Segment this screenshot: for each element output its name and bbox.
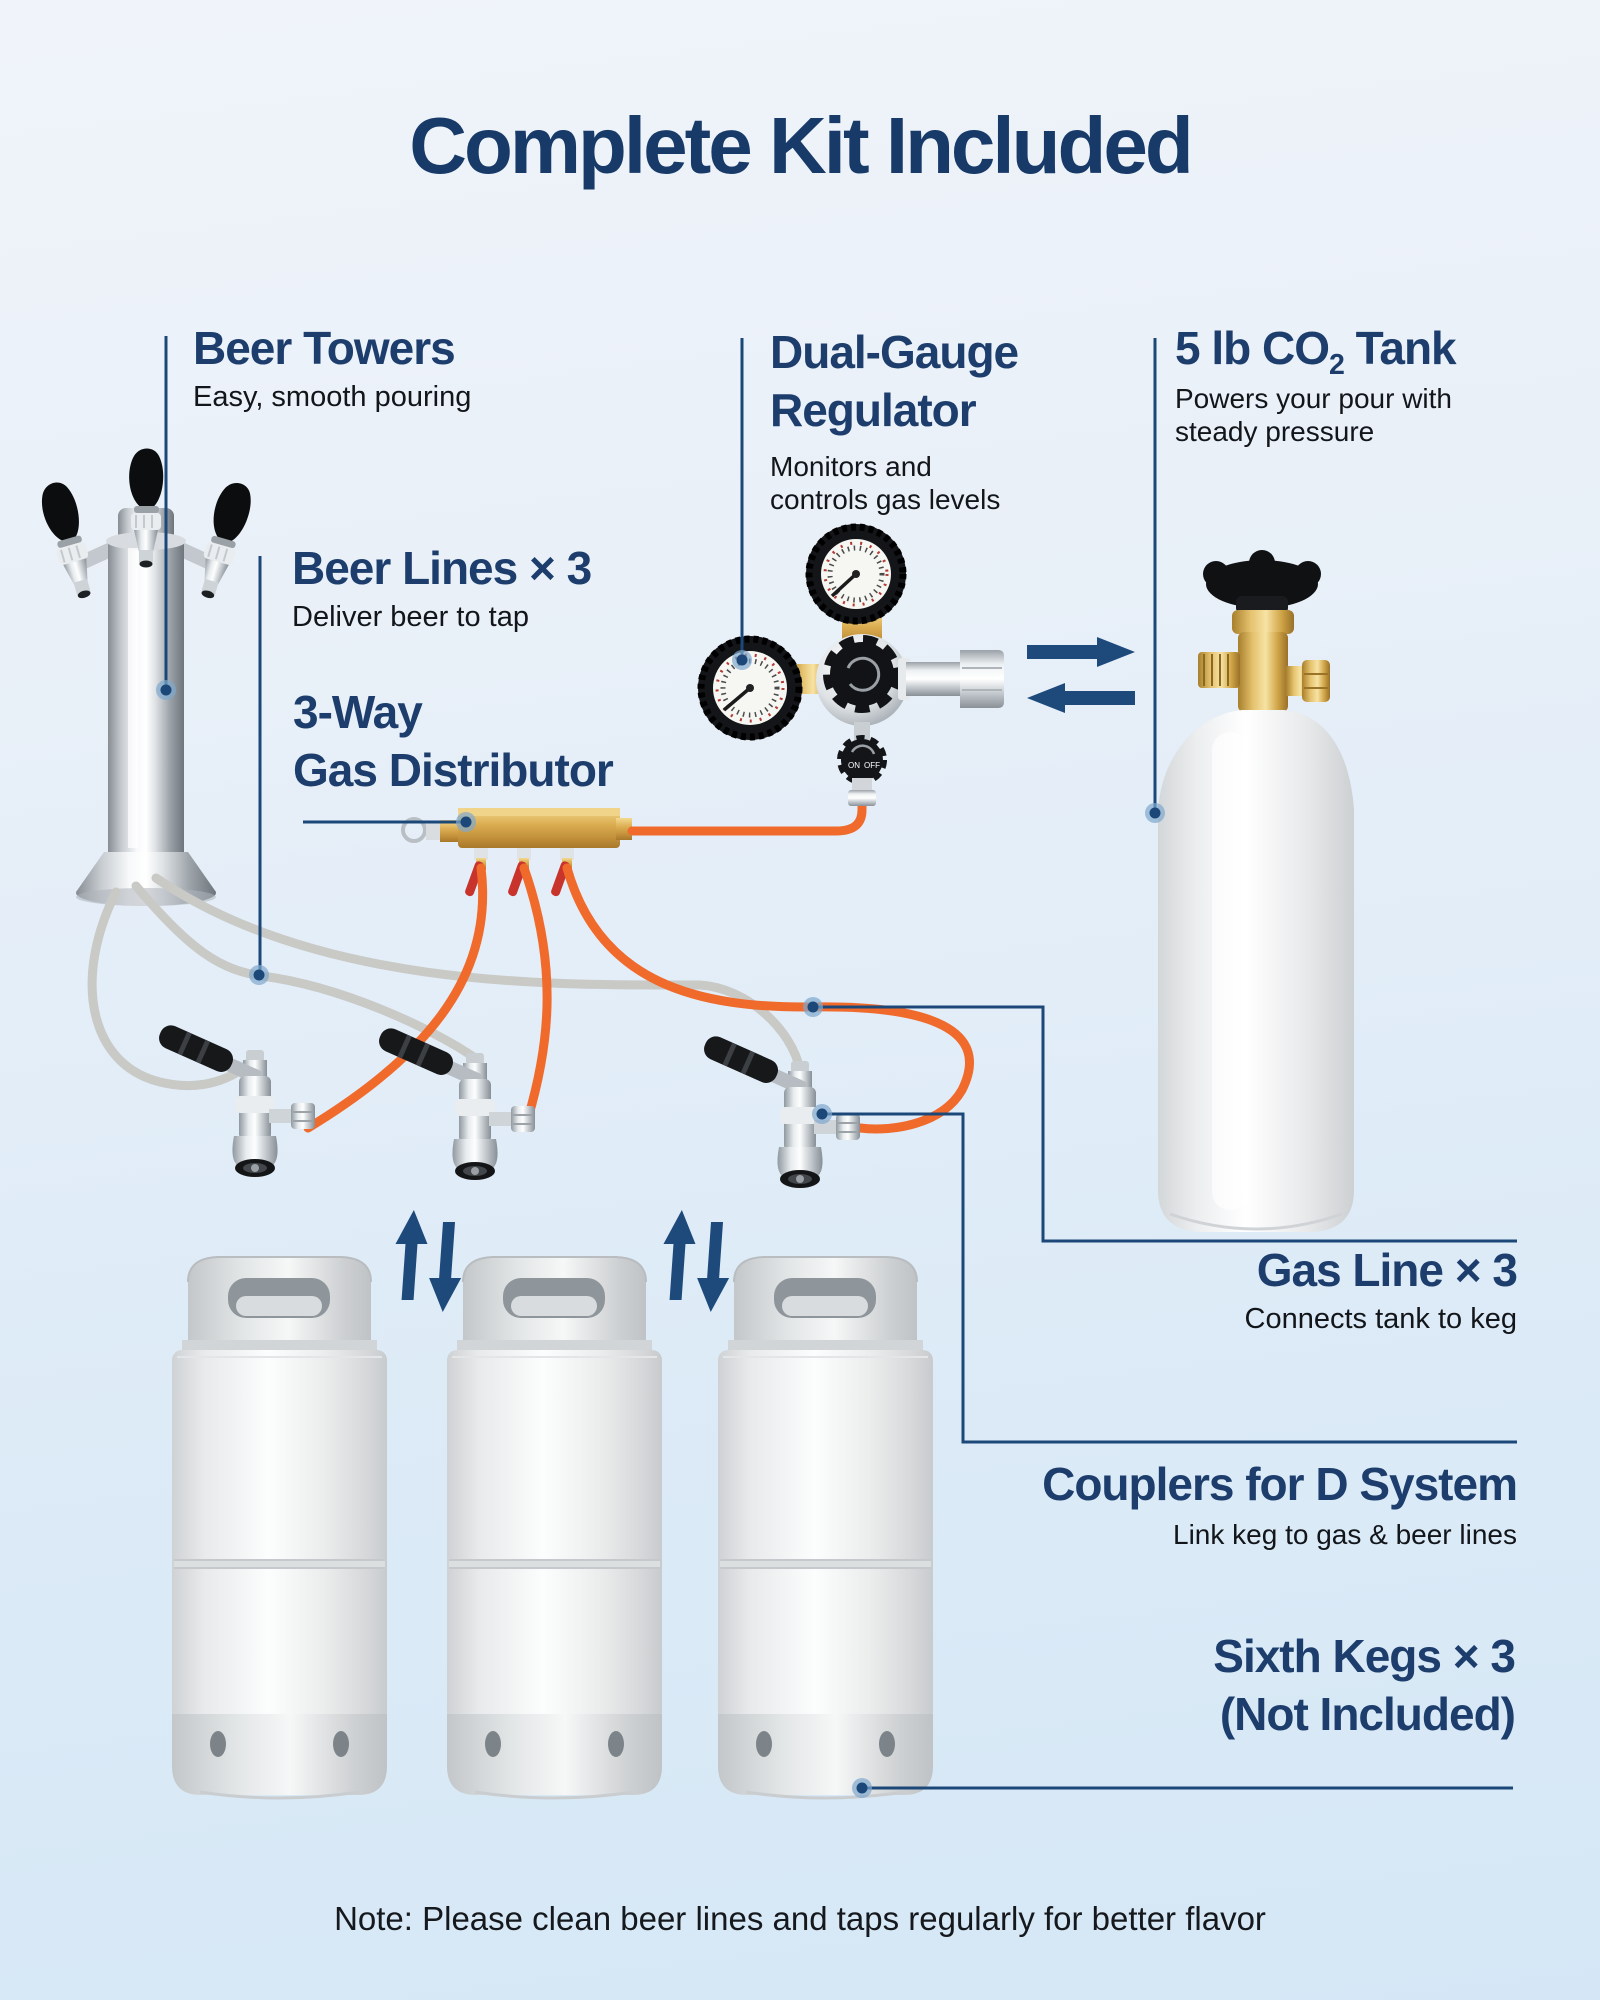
regulator-illustration: ON OFF <box>697 523 1004 806</box>
regulator-heading-line2: Regulator <box>770 383 977 436</box>
co2-tank-heading-pre: 5 lb CO <box>1175 322 1330 374</box>
co2-tank-heading-sub: 2 <box>1329 349 1345 382</box>
co2-tank-heading-post: Tank <box>1343 322 1457 374</box>
valve-on-label: ON <box>848 761 860 770</box>
leader-lines <box>164 336 1517 1790</box>
couplers-subtitle: Link keg to gas & beer lines <box>1173 1518 1517 1550</box>
keg-2 <box>445 1255 664 1800</box>
label-beer-towers: Beer Towers Easy, smooth pouring <box>193 322 472 414</box>
coupler-3 <box>699 1031 861 1189</box>
label-beer-lines: Beer Lines × 3 Deliver beer to tap <box>292 542 592 634</box>
co2-tank-illustration <box>1158 550 1354 1232</box>
couplers-heading: Couplers for D System <box>1042 1458 1518 1510</box>
beer-towers-subtitle: Easy, smooth pouring <box>193 380 472 413</box>
gas-line-heading: Gas Line × 3 <box>1256 1244 1518 1296</box>
keg-1 <box>170 1255 389 1800</box>
co2-tank-heading: 5 lb CO2 Tank <box>1175 322 1457 379</box>
gas-hoses <box>303 793 974 1134</box>
sixth-kegs-heading-line1: Sixth Kegs × 3 <box>1213 1630 1516 1682</box>
label-sixth-kegs: Sixth Kegs × 3(Not Included) <box>1213 1628 1516 1744</box>
valve-off-label: OFF <box>864 761 880 770</box>
gas-distributor-heading-line2: Gas Distributor <box>293 743 614 796</box>
gas-line-subtitle: Connects tank to keg <box>1244 1302 1517 1335</box>
sixth-kegs-heading: Sixth Kegs × 3(Not Included) <box>1213 1628 1516 1744</box>
keg-couplers <box>154 1020 861 1189</box>
sixth-kegs <box>170 1255 935 1800</box>
beer-tower-illustration <box>35 447 258 906</box>
exchange-arrows-icon <box>1027 637 1135 713</box>
keg-3 <box>716 1255 935 1800</box>
coupler-1 <box>154 1020 316 1178</box>
label-gas-line: Gas Line × 3 Connects tank to keg <box>1244 1244 1518 1336</box>
leader-couplers <box>822 1112 1517 1444</box>
beer-towers-heading: Beer Towers <box>193 322 456 374</box>
co2-tank-subtitle-line2: steady pressure <box>1175 415 1375 447</box>
label-couplers: Couplers for D System Link keg to gas & … <box>1042 1458 1518 1551</box>
beer-lines-heading: Beer Lines × 3 <box>292 542 592 594</box>
leader-gas-line <box>813 1005 1517 1243</box>
regulator-subtitle-line2: controls gas levels <box>770 483 1001 515</box>
sixth-kegs-heading-line2: (Not Included) <box>1219 1687 1516 1740</box>
gas-distributor-heading-line1: 3-Way <box>293 686 423 738</box>
beer-lines-subtitle: Deliver beer to tap <box>292 600 529 633</box>
page-title: Complete Kit Included <box>409 101 1194 190</box>
leader-dots <box>156 650 1165 1798</box>
regulator-heading-line1: Dual-Gauge <box>770 326 1019 378</box>
footer-note: Note: Please clean beer lines and taps r… <box>334 1900 1266 1937</box>
co2-tank-subtitle-line1: Powers your pour with <box>1175 382 1453 414</box>
regulator-subtitle-line1: Monitors and <box>770 450 932 482</box>
